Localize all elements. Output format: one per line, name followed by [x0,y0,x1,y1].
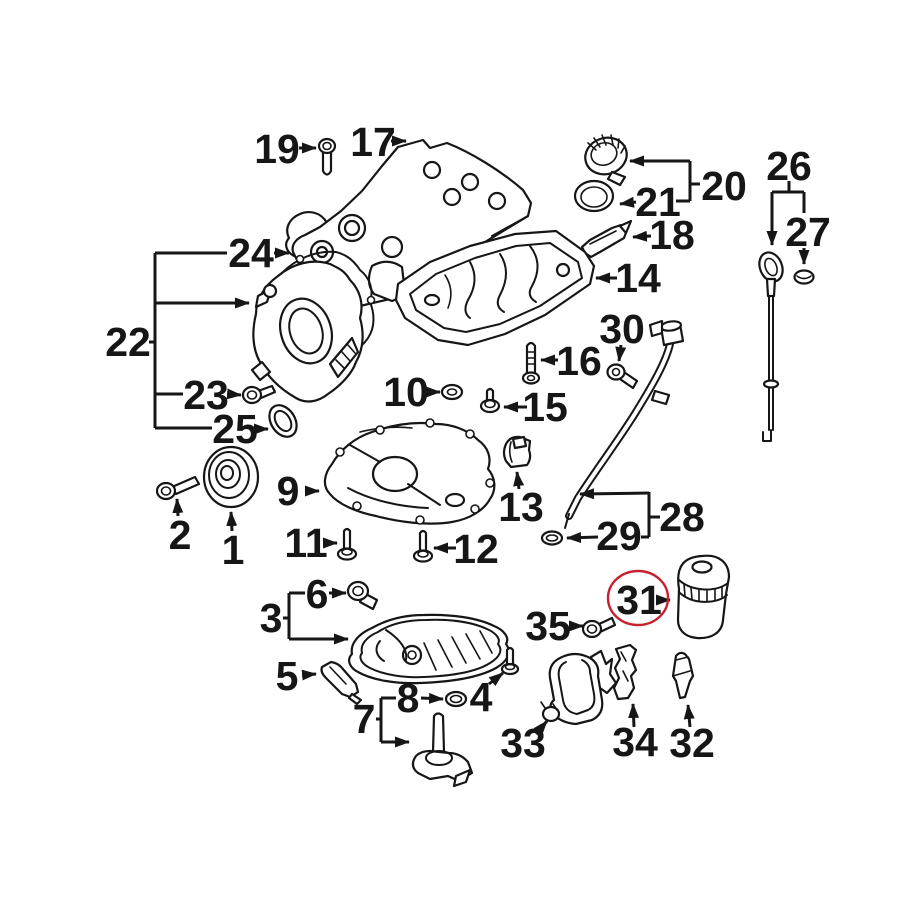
part-label-19: 19 [254,126,300,172]
pickup-bolt-drawing [500,646,520,676]
highlight-circle [606,569,670,627]
seal-washer-drawing [440,383,464,401]
part-label-9: 9 [277,468,300,514]
part-label-25: 25 [212,406,258,452]
part-label-2: 2 [169,512,192,558]
cooler-gasket-drawing [612,643,638,701]
part-label-32: 32 [669,720,715,766]
cooler-bolt-drawing [581,616,617,639]
leader-lines [149,135,810,748]
timing-cover-drawing [250,260,364,403]
flange-bolt-drawing [479,387,501,414]
part-label-28: 28 [659,494,705,540]
part-label-29: 29 [596,513,642,559]
oil-filter-drawing [676,554,731,640]
oil-pickup-drawing [411,712,474,788]
part-label-16: 16 [556,338,602,384]
oil-filler-cap-drawing [584,134,628,187]
part-label-8: 8 [397,675,420,721]
part-label-3: 3 [260,595,283,641]
part-label-15: 15 [522,384,568,430]
part-label-22: 22 [105,319,151,365]
support-bracket-drawing [502,435,532,469]
long-bolt-drawing [521,341,541,385]
part-label-10: 10 [383,369,429,415]
part-label-31: 31 [616,577,662,623]
drain-plug-drawing [346,580,379,611]
pulley-bolt-drawing [155,475,201,501]
valve-cover-bolt-drawing [317,137,337,176]
part-label-18: 18 [649,212,695,258]
part-label-1: 1 [222,527,245,573]
part-label-13: 13 [498,484,544,530]
part-label-23: 23 [183,372,229,418]
part-label-4: 4 [470,674,493,720]
tube-bolt-drawing [606,363,639,390]
pickup-oring-drawing [444,690,468,708]
oil-level-sensor-drawing [320,660,363,706]
part-label-6: 6 [306,571,329,617]
pan-bolt-11-drawing [336,527,358,561]
part-label-7: 7 [353,696,376,742]
part-label-33: 33 [500,720,546,766]
part-label-35: 35 [525,603,571,649]
timing-cover-bolt-drawing [241,384,277,405]
oil-cooler-drawing [540,649,618,726]
part-label-27: 27 [785,209,831,255]
upper-oil-pan-drawing [323,418,496,525]
crankshaft-seal-drawing [268,404,298,438]
dipstick-drawing [758,251,784,442]
dipstick-seal-drawing [793,269,815,285]
intake-manifold-drawing [394,229,596,347]
part-label-26: 26 [766,143,812,189]
tube-oring-drawing [540,530,564,546]
part-label-12: 12 [453,526,499,572]
part-label-14: 14 [615,255,661,301]
crank-pulley-drawing [202,445,260,509]
part-label-17: 17 [350,119,396,165]
lower-oil-pan-drawing [348,613,510,685]
filler-cap-seal-drawing [573,179,615,213]
part-label-21: 21 [635,179,681,225]
part-label-30: 30 [599,306,645,352]
part-label-5: 5 [276,653,299,699]
part-label-20: 20 [701,163,747,209]
part-label-34: 34 [612,719,658,765]
dipstick-tube-drawing [564,319,685,529]
part-label-11: 11 [284,520,327,566]
pan-bolt-12-drawing [412,529,434,563]
stud-drawing [671,651,695,700]
part-label-24: 24 [228,230,274,276]
sealant-tube-drawing [580,219,633,259]
